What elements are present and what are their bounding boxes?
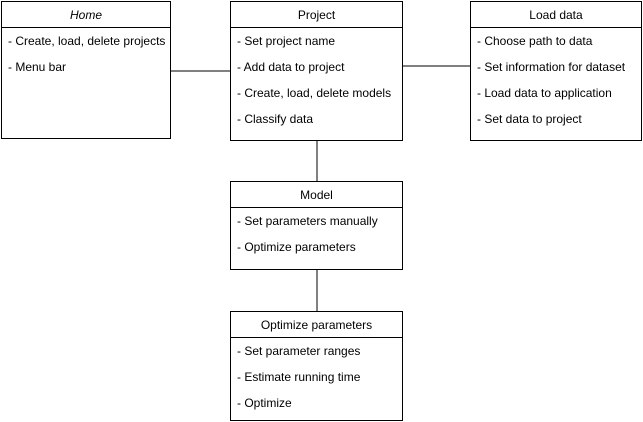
home-class-box: Home - Create, load, delete projects - M… (1, 1, 171, 139)
project-class-items: - Set project name - Add data to project… (231, 28, 402, 132)
optimize-parameters-item: - Optimize (237, 396, 292, 410)
home-class-items: - Create, load, delete projects - Menu b… (2, 28, 170, 80)
optimize-parameters-class-items: - Set parameter ranges - Estimate runnin… (231, 338, 402, 416)
load-data-class-box: Load data - Choose path to data - Set in… (470, 1, 642, 141)
home-item: - Create, load, delete projects (8, 34, 166, 48)
model-item: - Optimize parameters (237, 240, 356, 254)
load-data-item: - Set information for dataset (477, 60, 626, 74)
optimize-parameters-class-title: Optimize parameters (231, 312, 402, 338)
model-class-items: - Set parameters manually - Optimize par… (231, 208, 402, 260)
home-item: - Menu bar (8, 60, 67, 74)
project-class-title: Project (231, 2, 402, 28)
project-item: - Classify data (237, 112, 314, 126)
load-data-class-title: Load data (471, 2, 641, 28)
load-data-item: - Load data to application (477, 86, 612, 100)
optimize-parameters-item: - Estimate running time (237, 370, 361, 384)
project-item: - Set project name (237, 34, 336, 48)
project-class-box: Project - Set project name - Add data to… (230, 1, 403, 141)
model-item: - Set parameters manually (237, 214, 378, 228)
model-class-box: Model - Set parameters manually - Optimi… (230, 181, 403, 270)
load-data-item: - Choose path to data (477, 34, 593, 48)
project-item: - Create, load, delete models (237, 86, 392, 100)
optimize-parameters-class-box: Optimize parameters - Set parameter rang… (230, 311, 403, 421)
model-class-title: Model (231, 182, 402, 208)
project-item: - Add data to project (237, 60, 345, 74)
load-data-item: - Set data to project (477, 112, 582, 126)
load-data-class-items: - Choose path to data - Set information … (471, 28, 641, 132)
optimize-parameters-item: - Set parameter ranges (237, 344, 361, 358)
home-class-title: Home (2, 2, 170, 28)
